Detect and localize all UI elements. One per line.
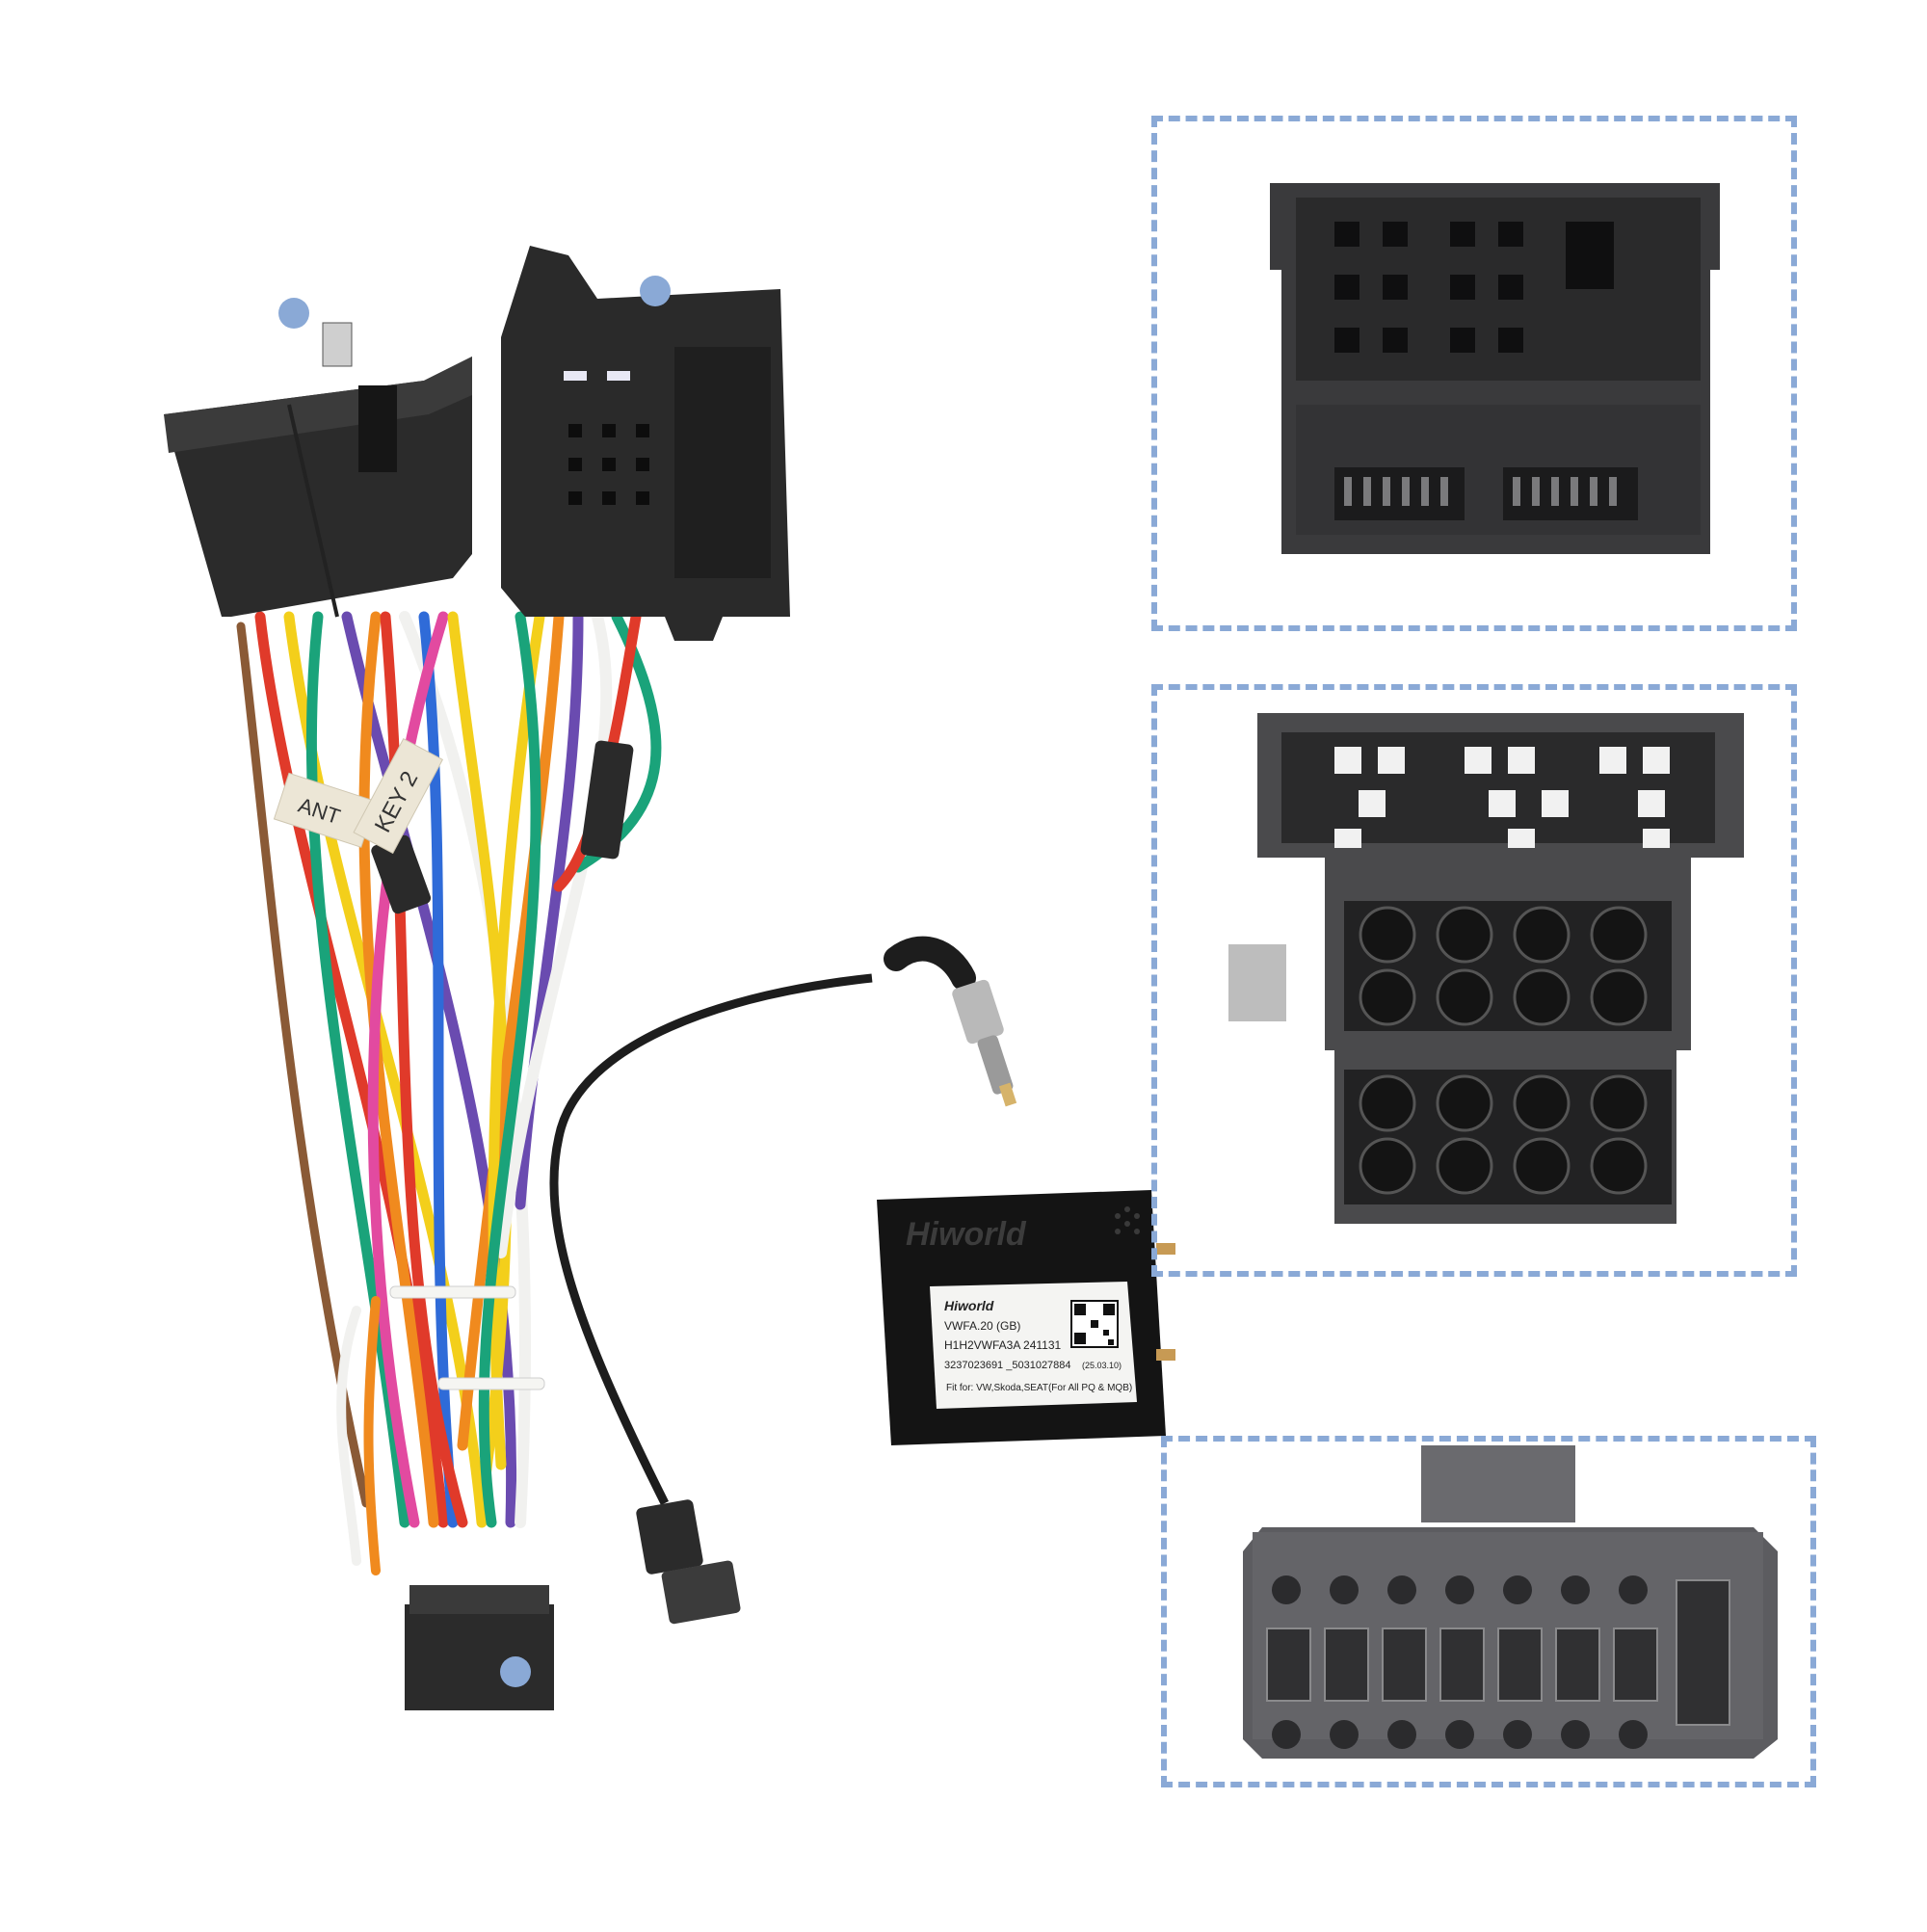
wire — [341, 611, 517, 1528]
canbox-decoder: Hiworld Hiworld VWFA.20 (GB) H1H2VWFA3A … — [877, 1190, 1175, 1445]
antenna-plug — [952, 979, 1017, 1107]
canbox-label-model: VWFA.20 (GB) — [944, 1319, 1020, 1333]
sixteen-pin-plug-connector — [405, 1585, 554, 1710]
marker-dot — [500, 1656, 531, 1687]
wire — [495, 611, 613, 1258]
wire — [358, 611, 439, 1528]
inline-connector — [580, 740, 634, 860]
antenna-cable — [549, 936, 976, 1506]
marker-dot — [278, 298, 309, 329]
wire — [478, 611, 541, 1528]
canbox-label-brand: Hiworld — [944, 1298, 994, 1313]
iso-socket-closeup — [1228, 713, 1744, 1224]
canbox-label-date: (25.03.10) — [1082, 1361, 1122, 1370]
canbox-label-fit: Fit for: VW,Skoda,SEAT(For All PQ & MQB) — [946, 1383, 1132, 1393]
wire — [254, 611, 449, 1528]
wire — [367, 611, 449, 1528]
canbox-label-serial: 3237023691 _5031027884 — [944, 1360, 1071, 1371]
quadlock-closeup-frame — [1151, 116, 1797, 631]
quadlock-plug-connector — [501, 246, 790, 641]
qr-code — [1070, 1300, 1119, 1348]
inline-connector — [371, 834, 432, 914]
marker-dot — [640, 276, 671, 306]
cable-tie — [389, 1285, 516, 1299]
sixteen-pin-socket-closeup — [1243, 1445, 1778, 1759]
fakra-connector — [636, 1499, 741, 1625]
canbox-label-code: H1H2VWFA3A 241131 — [944, 1338, 1062, 1352]
wire — [236, 622, 371, 1508]
quadlock-socket-closeup — [1270, 183, 1720, 554]
wire — [336, 1306, 361, 1566]
iso-closeup-frame — [1151, 684, 1797, 1277]
wire — [488, 611, 545, 1470]
iso-plug-connector — [164, 322, 472, 618]
cable-tie — [437, 1377, 545, 1390]
sixteen-pin-closeup-frame — [1161, 1436, 1816, 1787]
wire — [363, 1296, 381, 1575]
canbox-logo: Hiworld — [906, 1216, 1027, 1253]
